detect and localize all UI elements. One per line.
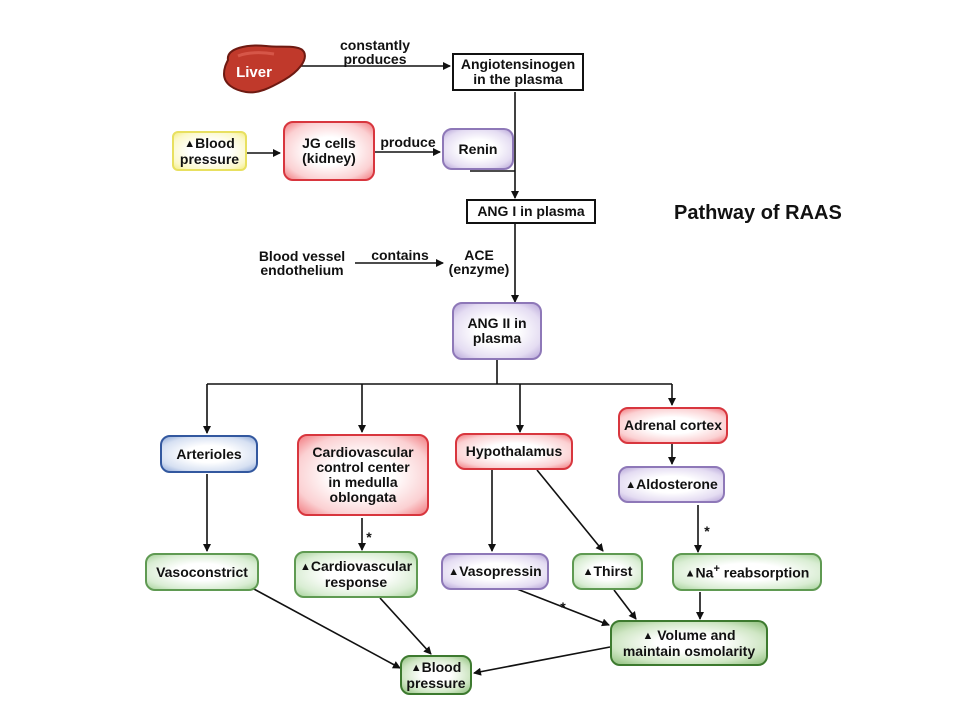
- node-aldosterone: ▲Aldosterone: [618, 466, 725, 503]
- up-arrow-icon: ▲: [684, 567, 696, 580]
- arrow-vasoconstrict-to-bp: [251, 587, 401, 669]
- edge-label-contains: contains: [371, 247, 429, 263]
- arrow-cv-response-to-bp: [379, 597, 432, 655]
- node-ace: ACE(enzyme): [448, 247, 510, 277]
- node-jg-cells: JG cells(kidney): [283, 121, 375, 181]
- edge-label-produce: produce: [380, 134, 436, 150]
- arrow-hypothalamus-to-thirst: [536, 469, 604, 552]
- node-thirst: ▲Thirst: [572, 553, 643, 590]
- node-ang1: ANG I in plasma: [466, 199, 596, 224]
- up-arrow-icon: ▲: [642, 629, 654, 642]
- node-adrenal-cortex: Adrenal cortex: [618, 407, 728, 444]
- node-vasoconstrict: Vasoconstrict: [145, 553, 259, 591]
- up-arrow-icon: ▲: [410, 661, 422, 674]
- node-arterioles: Arterioles: [160, 435, 258, 473]
- star-cv: *: [366, 529, 372, 545]
- node-renin: Renin: [442, 128, 514, 170]
- up-arrow-icon: ▲: [184, 137, 196, 150]
- star-vasopressin: *: [560, 599, 566, 615]
- up-arrow-icon: ▲: [448, 565, 460, 578]
- node-na-reabsorption: ▲Na+ reabsorption: [672, 553, 822, 591]
- up-arrow-icon: ▲: [625, 478, 637, 491]
- diagram-title: Pathway of RAAS: [674, 202, 842, 224]
- arrow-volume-to-bp: [473, 646, 611, 676]
- arrow-vasopressin-to-volume: [516, 588, 610, 627]
- node-hypothalamus: Hypothalamus: [455, 433, 573, 470]
- node-vasopressin: ▲Vasopressin: [441, 553, 549, 590]
- edge-label-constantly-produces: constantly produces: [339, 37, 410, 67]
- up-arrow-icon: ▲: [299, 561, 311, 573]
- star-aldosterone: *: [704, 523, 710, 539]
- liver-label: Liver: [236, 64, 272, 81]
- arrow-thirst-to-volume: [613, 589, 637, 620]
- liver-icon: Liver: [222, 44, 306, 94]
- up-arrow-icon: ▲: [582, 565, 594, 578]
